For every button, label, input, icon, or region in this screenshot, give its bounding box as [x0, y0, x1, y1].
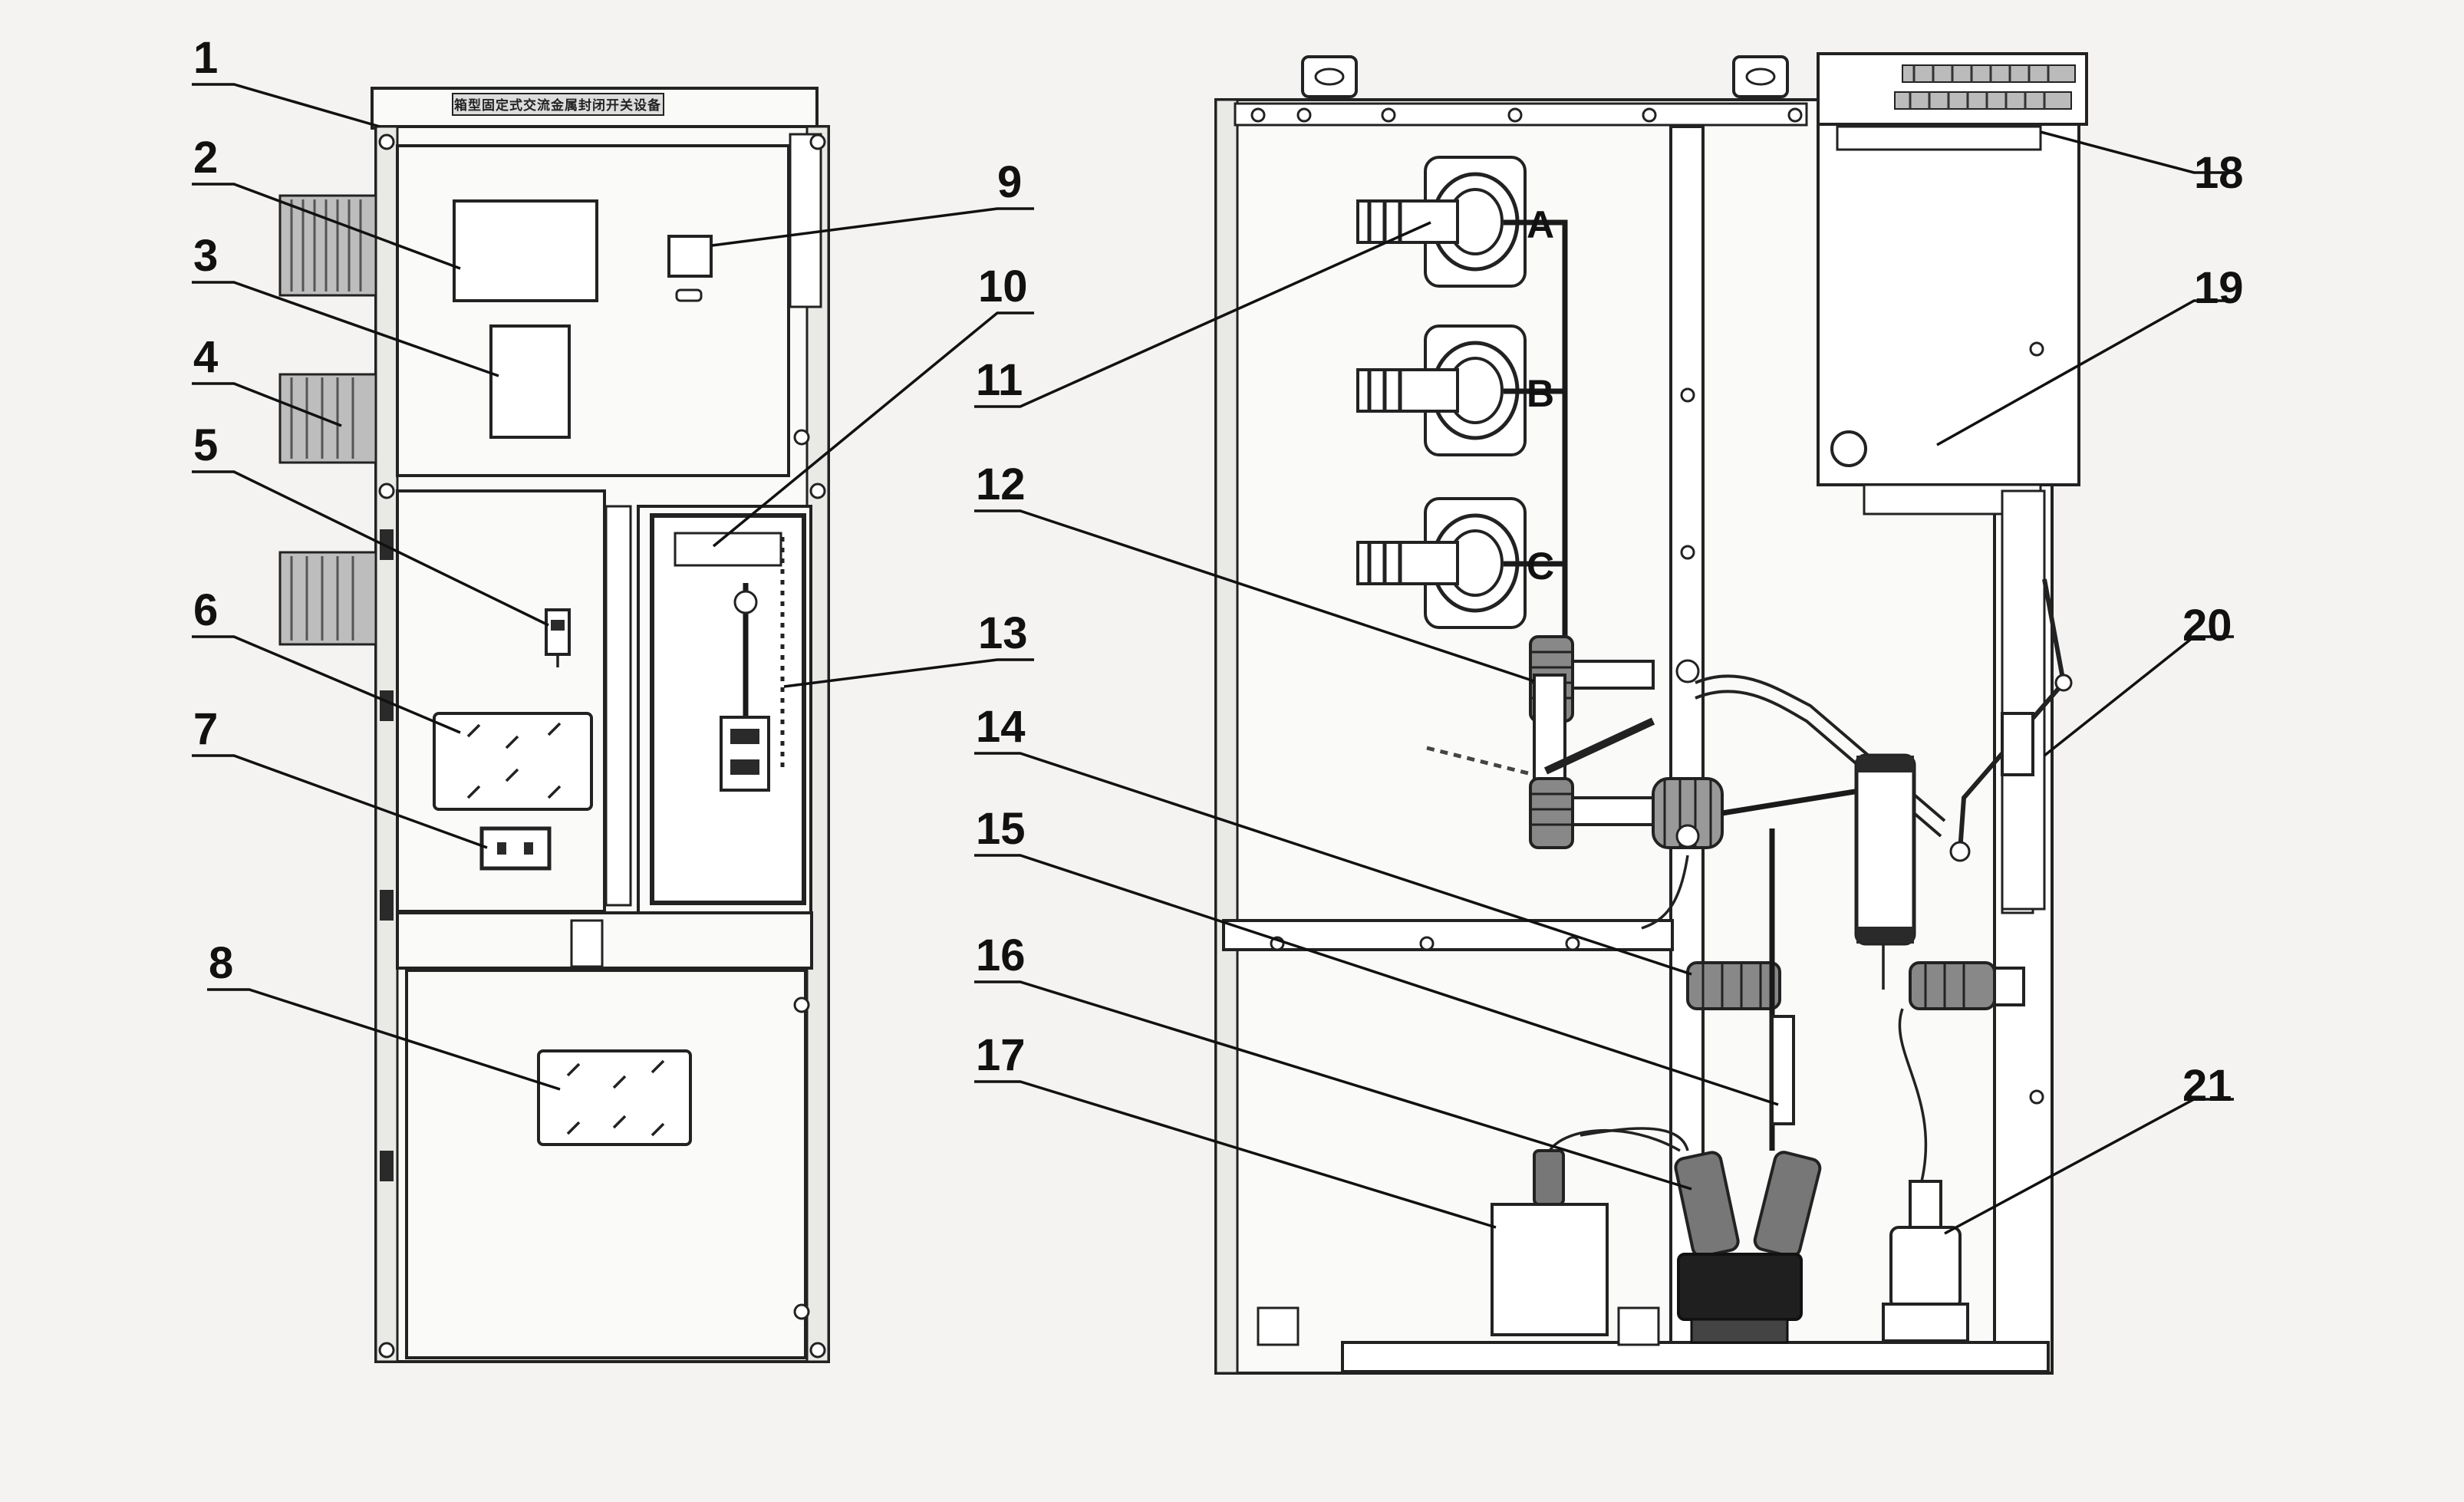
busbar-route — [1695, 674, 1946, 822]
terminal-strip-bottom — [1894, 91, 2072, 110]
nameplate-text: 箱型固定式交流金属封闭开关设备 — [454, 97, 661, 113]
lower-door — [405, 969, 807, 1359]
lamp-label — [675, 288, 703, 302]
callout-12: 12 — [976, 459, 1026, 509]
callout-5: 5 — [193, 420, 218, 470]
callout-20: 20 — [2182, 601, 2232, 651]
observation-window-lower — [537, 1049, 692, 1146]
callout-13: 13 — [978, 608, 1028, 658]
callout-4: 4 — [193, 332, 218, 382]
surge-arrester — [1882, 1008, 1969, 1342]
callout-2: 2 — [193, 133, 218, 183]
terminal-strip-box — [1817, 52, 2088, 126]
operating-linkage — [1949, 489, 2073, 911]
shaft-knob — [733, 590, 758, 614]
fuse-cylinder — [1854, 753, 1916, 946]
fuse-lower-insulator — [1882, 944, 2025, 1010]
phase-label-c: C — [1527, 545, 1554, 588]
relay-window — [489, 324, 571, 439]
observation-window-middle — [433, 712, 593, 811]
upper-disconnector — [1426, 635, 1655, 849]
callout-11: 11 — [976, 355, 1023, 405]
callout-8: 8 — [209, 938, 233, 988]
callout-21: 21 — [2182, 1061, 2232, 1111]
indicator-lamp — [667, 235, 713, 278]
callout-19: 19 — [2194, 263, 2244, 313]
position-indicator — [674, 532, 782, 567]
earthing-switch — [1686, 828, 1795, 1151]
leader-lines — [192, 83, 2234, 1235]
callout-9: 9 — [997, 157, 1022, 207]
phase-label-a: A — [1527, 203, 1554, 246]
callout-15: 15 — [976, 804, 1026, 854]
terminal-strip-top — [1902, 64, 2076, 83]
compartment-divider — [1222, 919, 1674, 951]
callout-6: 6 — [193, 585, 218, 635]
interlock-block — [720, 716, 770, 792]
nameplate — [452, 93, 664, 116]
middle-rail — [396, 911, 813, 970]
door-handle — [545, 608, 571, 656]
callout-3: 3 — [193, 231, 218, 281]
bus-conductor — [1504, 219, 1568, 637]
upper-hinge-strip — [789, 133, 822, 308]
phase-label-b: B — [1527, 372, 1554, 415]
side-bushings — [278, 194, 377, 646]
bushing-B — [1356, 324, 1527, 456]
post-bolts — [378, 133, 826, 1359]
meter-window — [453, 199, 598, 302]
callout-labels: 1 2 3 4 5 6 7 8 9 10 11 12 13 14 15 16 1… — [193, 33, 2244, 1111]
socket-outlet — [479, 826, 552, 871]
capacitor-box — [1491, 1128, 1681, 1336]
callout-7: 7 — [193, 704, 218, 754]
callout-18: 18 — [2194, 148, 2244, 198]
lv-compartment-knob — [1830, 430, 1867, 467]
callout-17: 17 — [976, 1030, 1026, 1080]
side-view-cabinet — [1214, 52, 2088, 1375]
middle-hinge-strip — [604, 505, 632, 907]
low-voltage-compartment — [1817, 123, 2080, 486]
callout-16: 16 — [976, 931, 1026, 980]
instrument-door — [396, 144, 790, 477]
callout-1: 1 — [193, 33, 218, 83]
bushing-A — [1356, 156, 1527, 288]
front-view-cabinet: 箱型固定式交流金属封闭开关设备 — [278, 87, 830, 1363]
callout-14: 14 — [976, 702, 1026, 752]
callout-10: 10 — [978, 262, 1028, 311]
voltage-transformer — [1580, 1127, 1822, 1344]
base-channel — [1341, 1341, 2050, 1373]
bushing-C — [1356, 497, 1527, 629]
mechanism-window-frame — [650, 513, 806, 905]
